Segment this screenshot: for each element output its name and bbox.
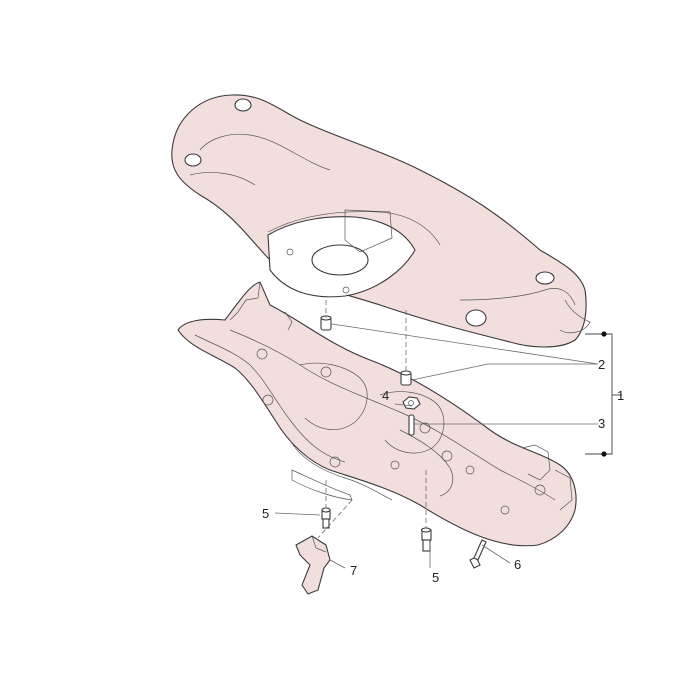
leader-7 — [329, 559, 346, 569]
handlebar-lower-frame — [177, 281, 577, 547]
callout-2: 2 — [598, 357, 606, 372]
bushing-lower — [400, 370, 412, 386]
nut — [402, 396, 421, 410]
callout-4: 4 — [382, 388, 390, 403]
bushing-upper — [320, 315, 332, 331]
callout-1: 1 — [617, 388, 625, 403]
callout-3: 3 — [598, 416, 606, 431]
callout-5-bottom: 5 — [432, 570, 440, 585]
callout-6: 6 — [514, 557, 522, 572]
assembly-line-5 — [317, 499, 353, 539]
callout-7: 7 — [350, 563, 358, 578]
group-bracket — [585, 331, 622, 457]
leader-2a — [331, 323, 599, 365]
leader-2b — [411, 363, 598, 381]
leader-6 — [481, 544, 511, 564]
handlebar-upper-cover — [171, 94, 591, 348]
leader-5a — [274, 512, 321, 516]
leader-3-4 — [394, 403, 598, 425]
screw-left — [321, 507, 331, 529]
screw-bottom — [420, 527, 432, 552]
clip — [295, 535, 331, 595]
pin — [408, 414, 415, 436]
callout-5-left: 5 — [262, 506, 270, 521]
bolt — [469, 539, 487, 569]
